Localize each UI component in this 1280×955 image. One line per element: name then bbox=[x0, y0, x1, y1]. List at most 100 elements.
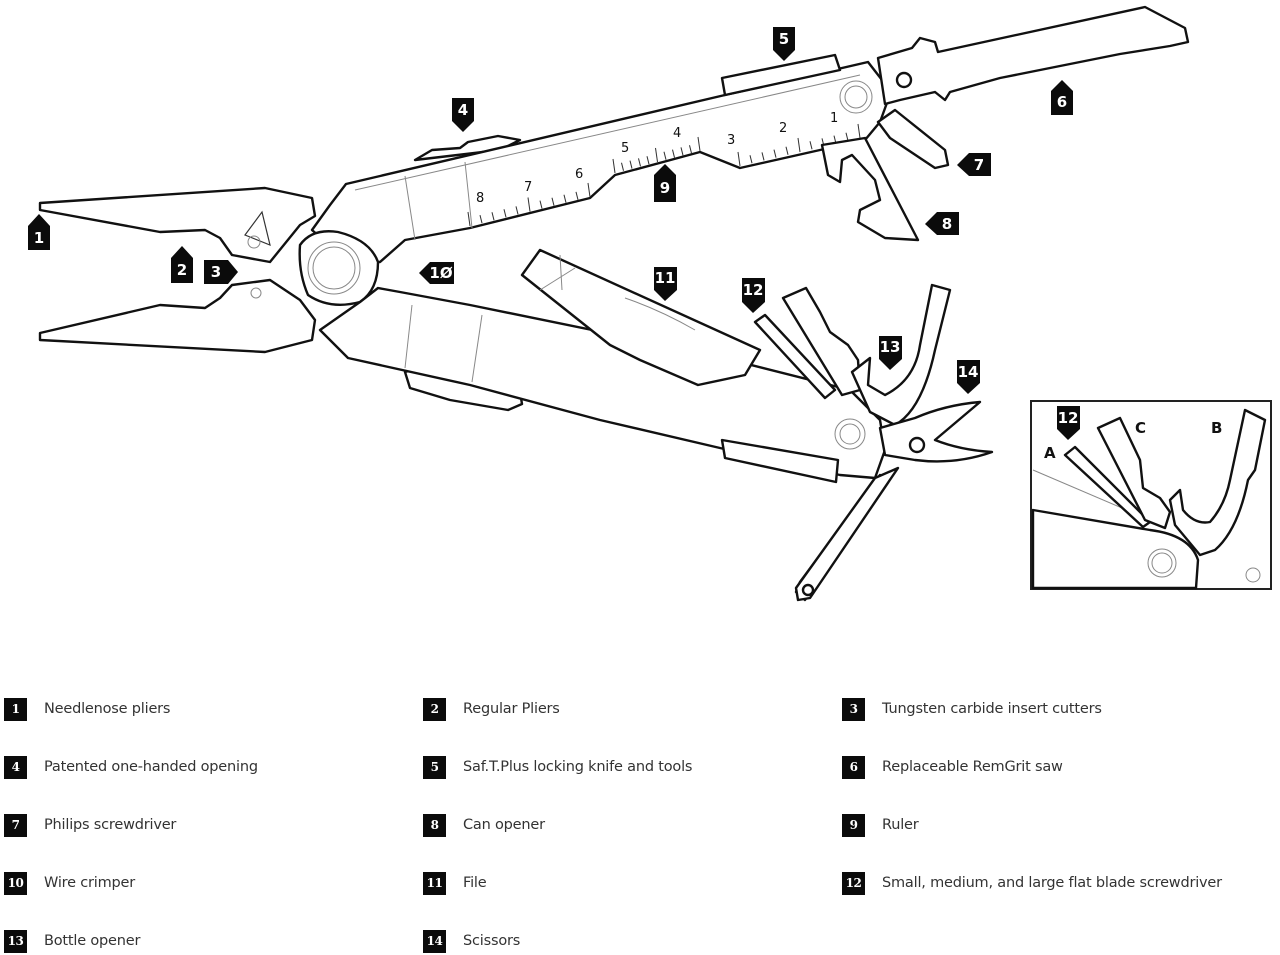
legend-number-badge: 6 bbox=[842, 755, 865, 779]
ruler-mark: 2 bbox=[779, 121, 787, 136]
multitool-diagram: 1 2 3 4 5 6 7 8 bbox=[28, 5, 1272, 602]
ruler-tick bbox=[563, 194, 567, 203]
file-tool bbox=[520, 248, 762, 387]
pliers-pivot bbox=[298, 230, 380, 306]
callout-10: 1Ø bbox=[419, 262, 454, 284]
svg-text:7: 7 bbox=[974, 156, 984, 174]
ruler-ticks bbox=[467, 123, 861, 227]
ruler-tick bbox=[503, 209, 507, 218]
ruler-tick bbox=[773, 149, 777, 158]
legend-number-badge: 9 bbox=[842, 813, 865, 837]
legend-number-badge: 14 bbox=[423, 929, 446, 953]
ruler-tick bbox=[527, 197, 531, 212]
ruler-tick bbox=[845, 132, 849, 141]
svg-text:4: 4 bbox=[458, 101, 468, 119]
legend-label: Tungsten carbide insert cutters bbox=[882, 701, 1102, 717]
ruler-mark: 3 bbox=[727, 133, 735, 148]
legend-label: Regular Pliers bbox=[463, 701, 560, 717]
callout-6: 6 bbox=[1051, 80, 1073, 115]
ruler-tick bbox=[638, 158, 641, 167]
legend-number-badge: 5 bbox=[423, 755, 446, 779]
legend-label: Small, medium, and large flat blade scre… bbox=[882, 875, 1222, 891]
svg-text:14: 14 bbox=[958, 363, 979, 381]
legend-label: Ruler bbox=[882, 817, 919, 833]
screwdriver-and-can-opener bbox=[820, 108, 950, 242]
pliers-jaws bbox=[38, 186, 317, 354]
svg-text:1: 1 bbox=[34, 229, 44, 247]
inset-callout-12: 12 bbox=[1057, 406, 1080, 440]
ruler-tick bbox=[737, 151, 741, 167]
legend-number-badge: 13 bbox=[4, 929, 27, 953]
ruler-mark: 5 bbox=[621, 141, 629, 156]
ruler-tick bbox=[785, 146, 789, 155]
callout-12: 12 bbox=[742, 278, 765, 313]
ruler-tick bbox=[697, 136, 701, 152]
legend-label: File bbox=[463, 875, 487, 891]
callout-1: 1 bbox=[28, 214, 50, 250]
svg-text:6: 6 bbox=[1057, 93, 1067, 111]
svg-text:1Ø: 1Ø bbox=[429, 264, 452, 282]
svg-text:9: 9 bbox=[660, 179, 670, 197]
flat-screwdrivers bbox=[753, 283, 952, 427]
legend-label: Wire crimper bbox=[44, 875, 135, 891]
svg-text:11: 11 bbox=[655, 269, 676, 287]
legend-number-badge: 4 bbox=[4, 755, 27, 779]
legend-item: 3 Tungsten carbide insert cutters bbox=[842, 696, 1102, 722]
ruler-tick bbox=[655, 147, 658, 163]
ruler-tick bbox=[680, 147, 684, 156]
ruler-tick bbox=[467, 211, 471, 227]
ruler-tick bbox=[629, 160, 633, 169]
legend-label: Replaceable RemGrit saw bbox=[882, 759, 1063, 775]
callout-5: 5 bbox=[773, 27, 795, 61]
ruler-tick bbox=[491, 212, 495, 221]
legend-item: 7 Philips screwdriver bbox=[4, 812, 176, 838]
ruler-tick bbox=[797, 137, 801, 153]
legend-label: Needlenose pliers bbox=[44, 701, 171, 717]
legend-item: 1 Needlenose pliers bbox=[4, 696, 170, 722]
scissors bbox=[794, 400, 994, 602]
ruler-mark: 7 bbox=[524, 180, 532, 195]
legend-item: 9 Ruler bbox=[842, 812, 919, 838]
legend-number-badge: 2 bbox=[423, 697, 446, 721]
ruler-tick bbox=[587, 182, 591, 198]
legend-label: Can opener bbox=[463, 817, 545, 833]
legend-number-badge: 1 bbox=[4, 697, 27, 721]
legend-number-badge: 8 bbox=[423, 813, 446, 837]
svg-text:2: 2 bbox=[177, 261, 187, 279]
callout-11: 11 bbox=[654, 267, 677, 301]
ruler-mark: 8 bbox=[476, 191, 484, 206]
callout-4: 4 bbox=[452, 98, 474, 132]
lower-handle bbox=[318, 286, 887, 484]
svg-text:13: 13 bbox=[880, 338, 901, 356]
legend-item: 13 Bottle opener bbox=[4, 928, 140, 954]
ruler-tick bbox=[663, 151, 667, 160]
ruler-tick bbox=[539, 200, 543, 209]
legend-item: 2 Regular Pliers bbox=[423, 696, 560, 722]
callout-8: 8 bbox=[925, 212, 959, 235]
legend-label: Philips screwdriver bbox=[44, 817, 177, 833]
callout-7: 7 bbox=[957, 153, 991, 176]
ruler-tick bbox=[672, 149, 675, 158]
ruler-tick bbox=[621, 162, 624, 171]
ruler-tick bbox=[551, 197, 555, 206]
ruler-tick bbox=[612, 158, 616, 174]
inset-letter-c: C bbox=[1135, 419, 1146, 437]
legend-item: 4 Patented one-handed opening bbox=[4, 754, 258, 780]
svg-text:12: 12 bbox=[743, 281, 764, 299]
legend-number-badge: 11 bbox=[423, 871, 446, 895]
svg-text:5: 5 bbox=[779, 30, 789, 48]
legend-number-badge: 7 bbox=[4, 813, 27, 837]
svg-text:12: 12 bbox=[1058, 409, 1079, 427]
ruler-tick bbox=[575, 191, 579, 201]
legend-label: Bottle opener bbox=[44, 933, 141, 949]
legend-number-badge: 3 bbox=[842, 697, 865, 721]
legend-item: 12 Small, medium, and large flat blade s… bbox=[842, 870, 1222, 896]
svg-text:8: 8 bbox=[942, 215, 952, 233]
legend-item: 5 Saf.T.Plus locking knife and tools bbox=[423, 754, 692, 780]
legend-item: 6 Replaceable RemGrit saw bbox=[842, 754, 1063, 780]
inset-letter-b: B bbox=[1211, 419, 1222, 437]
legend-item: 8 Can opener bbox=[423, 812, 545, 838]
ruler-mark: 6 bbox=[575, 167, 583, 182]
legend-item: 11 File bbox=[423, 870, 487, 896]
ruler-mark: 1 bbox=[830, 111, 838, 126]
